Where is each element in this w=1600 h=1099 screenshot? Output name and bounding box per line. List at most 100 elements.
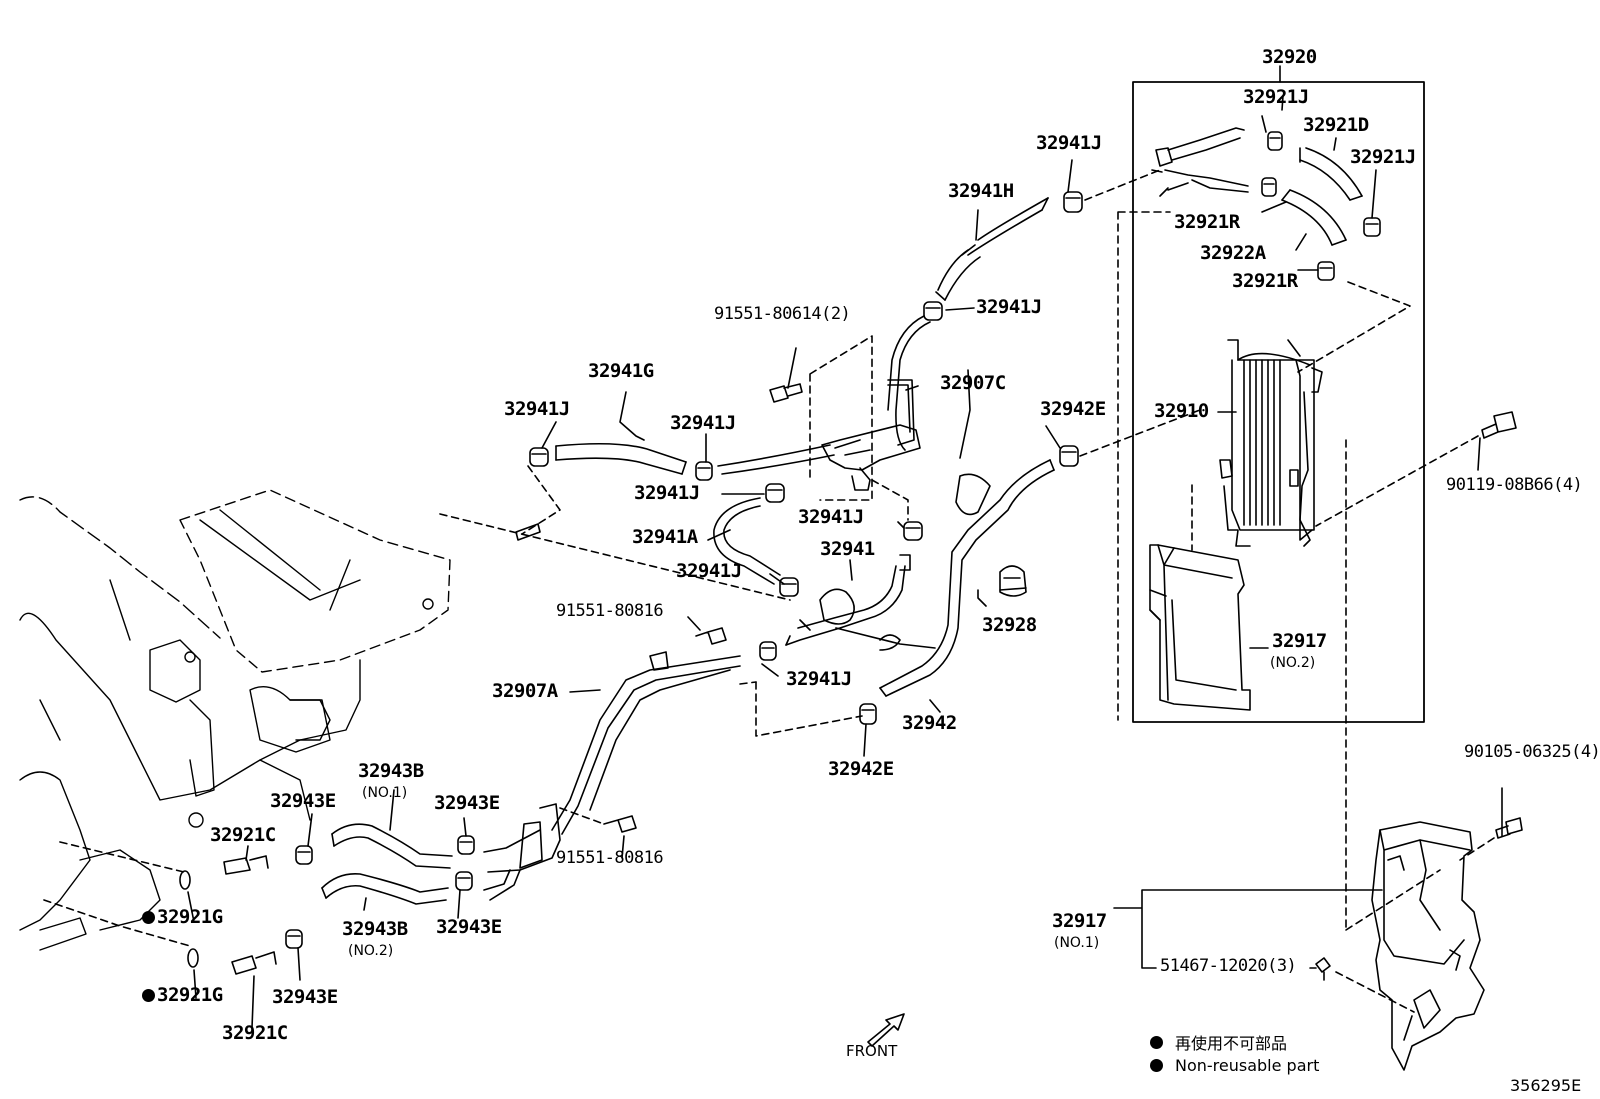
o-ring-32921G-b <box>187 948 199 968</box>
clamp-32941J-left <box>529 447 549 467</box>
front-label: FRONT <box>846 1042 898 1060</box>
callout-32921G-a: 32921G <box>142 908 223 927</box>
callout-32921C-a: 32921C <box>210 824 276 846</box>
clamp-32941J-b <box>695 461 713 481</box>
clamp-32941J-mid <box>923 301 943 321</box>
callout-32941J-c: 32941J <box>634 482 700 504</box>
legend-jp-text: 再使用不可部品 <box>1175 1034 1288 1053</box>
clamp-32943E-d <box>285 929 303 949</box>
callout-32917-no2: 32917 <box>1272 630 1327 652</box>
callout-32921G-a-text: 32921G <box>157 906 223 928</box>
pipe-32907C <box>887 315 931 451</box>
callout-91551-80816-b: 91551-80816 <box>556 848 664 868</box>
o-ring-32921G-a <box>179 870 191 890</box>
non-reusable-dot-icon <box>142 989 155 1002</box>
callout-32941G: 32941G <box>588 360 654 382</box>
callout-32941J-mid: 32941J <box>976 296 1042 318</box>
oil-cooler-32910 <box>1219 339 1323 547</box>
hose-32941H <box>937 197 1049 301</box>
clamp-32921R-b <box>1317 261 1335 281</box>
callout-32941J-left: 32941J <box>504 398 570 420</box>
callout-32921J-a: 32921J <box>1243 86 1309 108</box>
callout-32941J-b: 32941J <box>670 412 736 434</box>
legend-row-en: Non-reusable part <box>1150 1056 1319 1075</box>
callout-32942E-top: 32942E <box>1040 398 1106 420</box>
clamp-32943E-b <box>457 835 475 855</box>
bolt-90119-08B66 <box>1481 411 1517 439</box>
callout-90105-06325: 90105-06325(4) <box>1464 742 1600 762</box>
legend-dot-icon <box>1150 1035 1163 1049</box>
legend-row-jp: 再使用不可部品 <box>1150 1030 1287 1054</box>
front-arrow-icon <box>867 1013 905 1047</box>
clamp-32943E-c <box>455 871 473 891</box>
callout-32941J-d: 32941J <box>798 506 864 528</box>
callout-32941A: 32941A <box>632 526 698 548</box>
clamp-32941J-e <box>779 577 799 597</box>
sublabel-32943B-no1: (NO.1) <box>362 785 408 801</box>
hose-32941 <box>785 565 906 646</box>
bolt-91551-80614 <box>769 383 803 403</box>
callout-32942E-bottom: 32942E <box>828 758 894 780</box>
hose-32941A <box>713 497 781 585</box>
callout-32942: 32942 <box>902 712 957 734</box>
bolt-91551-80816-a <box>695 627 727 645</box>
clamp-32941J-top <box>1063 191 1083 213</box>
callout-32921C-b: 32921C <box>222 1022 288 1044</box>
clamp-32941J-d <box>903 521 923 541</box>
callout-32941J-top: 32941J <box>1036 132 1102 154</box>
clamp-32921R-a <box>1261 177 1277 197</box>
legend-en-text: Non-reusable part <box>1175 1056 1320 1075</box>
callout-32941J-f: 32941J <box>786 668 852 690</box>
bolt-90105-06325 <box>1495 817 1523 839</box>
callout-32922A: 32922A <box>1200 242 1266 264</box>
bracket-32917-no2 <box>1149 544 1251 711</box>
callout-32921D: 32921D <box>1303 114 1369 136</box>
callout-32941H: 32941H <box>948 180 1014 202</box>
callout-32921J-b: 32921J <box>1350 146 1416 168</box>
callout-32928: 32928 <box>982 614 1037 636</box>
clamp-32941J-c <box>765 483 785 503</box>
callout-32943E-c: 32943E <box>436 916 502 938</box>
callout-32921R-a: 32921R <box>1174 211 1240 233</box>
legend-dot-icon <box>1150 1059 1163 1072</box>
diagram-code: 356295E <box>1510 1076 1582 1095</box>
clamp-32942E-top <box>1059 445 1079 467</box>
hose-32943B-no1 <box>331 823 453 869</box>
callout-32920: 32920 <box>1262 46 1317 68</box>
transmission-case <box>19 489 451 951</box>
non-reusable-dot-icon <box>142 911 155 924</box>
callout-32943E-a: 32943E <box>270 790 336 812</box>
clamp-32942E-bottom <box>859 703 877 725</box>
callout-32921R-b: 32921R <box>1232 270 1298 292</box>
bolt-91551-80816-b <box>603 815 637 833</box>
fitting-32921C-b <box>231 951 277 975</box>
hose-32922A <box>1281 189 1347 246</box>
clamp-32921J-a <box>1267 131 1283 151</box>
callout-32917-no1: 32917 <box>1052 910 1107 932</box>
callout-32907A: 32907A <box>492 680 558 702</box>
hose-32941G <box>555 442 687 475</box>
cooler-inlet-pipe <box>1167 127 1245 161</box>
sublabel-32917-no1: (NO.1) <box>1054 935 1100 951</box>
callout-32941: 32941 <box>820 538 875 560</box>
bracket-32917-no1 <box>1371 821 1485 1071</box>
callout-90119-08B66: 90119-08B66(4) <box>1446 475 1583 495</box>
callout-32943B-no2: 32943B <box>342 918 408 940</box>
callout-32943E-b: 32943E <box>434 792 500 814</box>
callout-32910: 32910 <box>1154 400 1209 422</box>
clamp-32928 <box>999 565 1027 597</box>
pipe-32907A <box>551 655 741 835</box>
callout-91551-80614: 91551-80614(2) <box>714 304 851 324</box>
callout-32941J-e: 32941J <box>676 560 742 582</box>
sublabel-32943B-no2: (NO.2) <box>348 943 394 959</box>
callout-32921G-b-text: 32921G <box>157 984 223 1006</box>
fitting-32921C-a <box>223 855 269 875</box>
pipe-32942 <box>879 459 1055 697</box>
callout-51467-12020: 51467-12020(3) <box>1160 956 1297 976</box>
callout-91551-80816-a: 91551-80816 <box>556 601 664 621</box>
callout-32907C: 32907C <box>940 372 1006 394</box>
callout-32943B-no1: 32943B <box>358 760 424 782</box>
callout-32943E-d: 32943E <box>272 986 338 1008</box>
cooler-assembly-box <box>1132 81 1425 723</box>
